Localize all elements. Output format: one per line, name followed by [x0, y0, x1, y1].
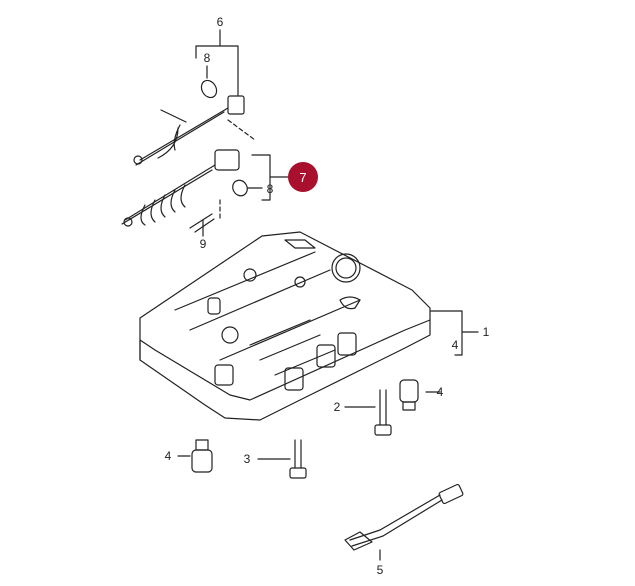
callout-4-right[interactable]: 4 [436, 385, 444, 399]
callout-4-bracket[interactable]: 4 [451, 338, 459, 352]
valve-body-cover [139, 231, 431, 421]
leader-lines [177, 29, 479, 561]
o-ring-lower [232, 179, 248, 197]
o-ring-upper [200, 79, 218, 99]
callout-8-lower[interactable]: 8 [266, 182, 274, 196]
callout-5[interactable]: 5 [376, 563, 384, 577]
callout-7-highlighted[interactable]: 7 [288, 162, 318, 192]
callout-8-upper[interactable]: 8 [203, 51, 211, 65]
callout-7-label: 7 [299, 169, 307, 185]
callout-1[interactable]: 1 [482, 325, 490, 339]
callout-2[interactable]: 2 [333, 400, 341, 414]
callout-3[interactable]: 3 [243, 452, 251, 466]
callout-9[interactable]: 9 [199, 237, 207, 251]
callout-6[interactable]: 6 [216, 15, 224, 29]
wiring-harness [121, 95, 245, 233]
bolts-and-sensors [191, 379, 464, 551]
callout-4-left[interactable]: 4 [164, 449, 172, 463]
